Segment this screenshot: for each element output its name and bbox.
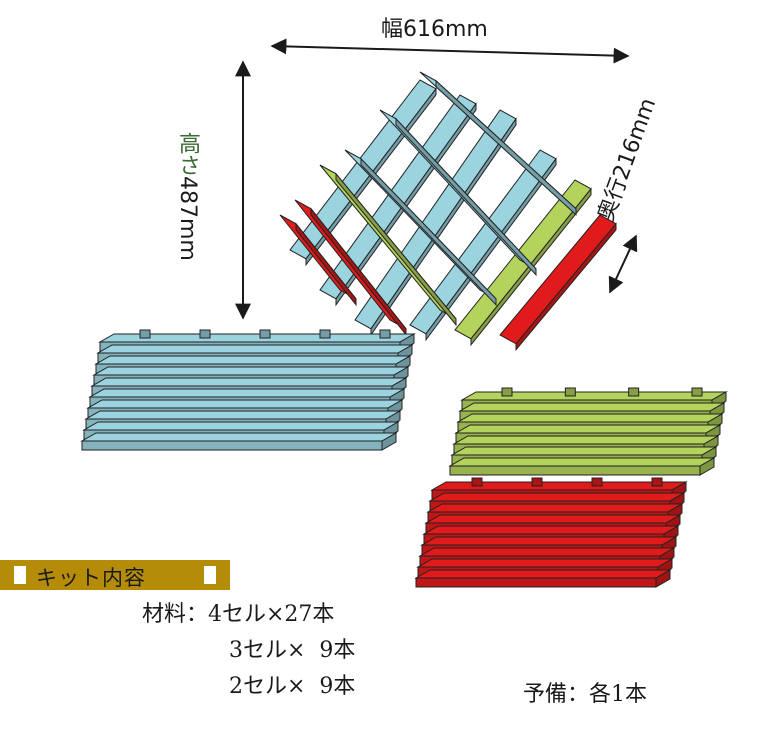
cyan-slat-6-top [86,399,404,409]
cyan-slat-8-top [82,421,400,431]
red-slat-2-top [426,503,684,513]
kit-contents-banner: キット内容 [0,560,230,590]
red-notch-0 [471,477,483,487]
red-slat-8-top [414,569,672,579]
height-label: 高さ487mm [171,132,203,261]
spare-parts-label: 予備：各1本 [523,682,647,707]
material-line-4cell: 材料：4セル×27本 [142,602,335,627]
green-notch-1 [564,387,576,397]
red-notch-2 [591,477,603,487]
cyan-slat-4-top [90,377,408,387]
assembled-rack [279,71,617,352]
cyan-slat-7-top [84,410,402,420]
red-slat-3-top [424,514,682,524]
green-slat-6-front [449,465,701,476]
green-notch-2 [628,387,640,397]
rack-slat-dr-5-edge [295,222,357,307]
material-line-2cell: 2セル× 9本 [229,674,356,699]
rack-slat-dl-5-edge [515,222,617,352]
green-slat-4-top [452,435,720,445]
red-slat-8-side [655,569,671,588]
green-slat-3-top [454,424,722,434]
red-slat-0-top [430,481,688,491]
red-slat-1-top [428,492,686,502]
kit-contents-title: キット内容 [36,566,146,590]
height-value: 487mm [175,176,200,261]
height-kanji: 高さ [175,132,200,176]
cyan-slat-9-side [381,432,397,451]
red-slat-4-top [422,525,680,535]
banner-notch-left [14,566,26,584]
rack-slat-dr-2-edge [360,157,497,307]
red-slat-6-top [418,547,676,557]
red-slat-5-top [420,536,678,546]
depth-arrow [608,234,638,294]
cyan-notch-1 [199,329,211,339]
red-notch-3 [651,477,663,487]
three-cell-slat-stack [448,387,728,476]
green-slat-5-top [450,446,718,456]
cyan-slat-2-top [94,355,412,365]
cyan-slat-9-top [80,432,398,442]
cyan-slat-1-top [96,344,414,354]
four-cell-slat-stack [80,329,416,451]
green-slat-2-top [456,413,724,423]
rack-slat-dr-0-edge [435,79,577,216]
cyan-slat-5-top [88,388,406,398]
green-slat-1-top [458,402,726,412]
cyan-notch-4 [379,329,391,339]
rack-slat-dr-3-edge [335,172,457,327]
green-notch-0 [501,387,513,397]
green-slat-6-top [448,457,716,467]
red-notch-1 [531,477,543,487]
cyan-slat-3-top [92,366,410,376]
width-label: 幅616mm [381,17,488,42]
red-slat-7-top [416,558,674,568]
cyan-slat-9-front [81,440,383,451]
banner-notch-right [204,566,216,584]
material-line-3cell: 3セル× 9本 [229,638,356,663]
green-notch-3 [691,387,703,397]
cyan-notch-2 [259,329,271,339]
red-slat-8-front [415,577,657,588]
cyan-notch-3 [319,329,331,339]
rack-slat-dr-1-edge [395,117,537,277]
green-slat-6-side [699,457,715,476]
cyan-notch-0 [139,329,151,339]
two-cell-slat-stack [414,477,688,588]
width-arrow [270,38,630,64]
